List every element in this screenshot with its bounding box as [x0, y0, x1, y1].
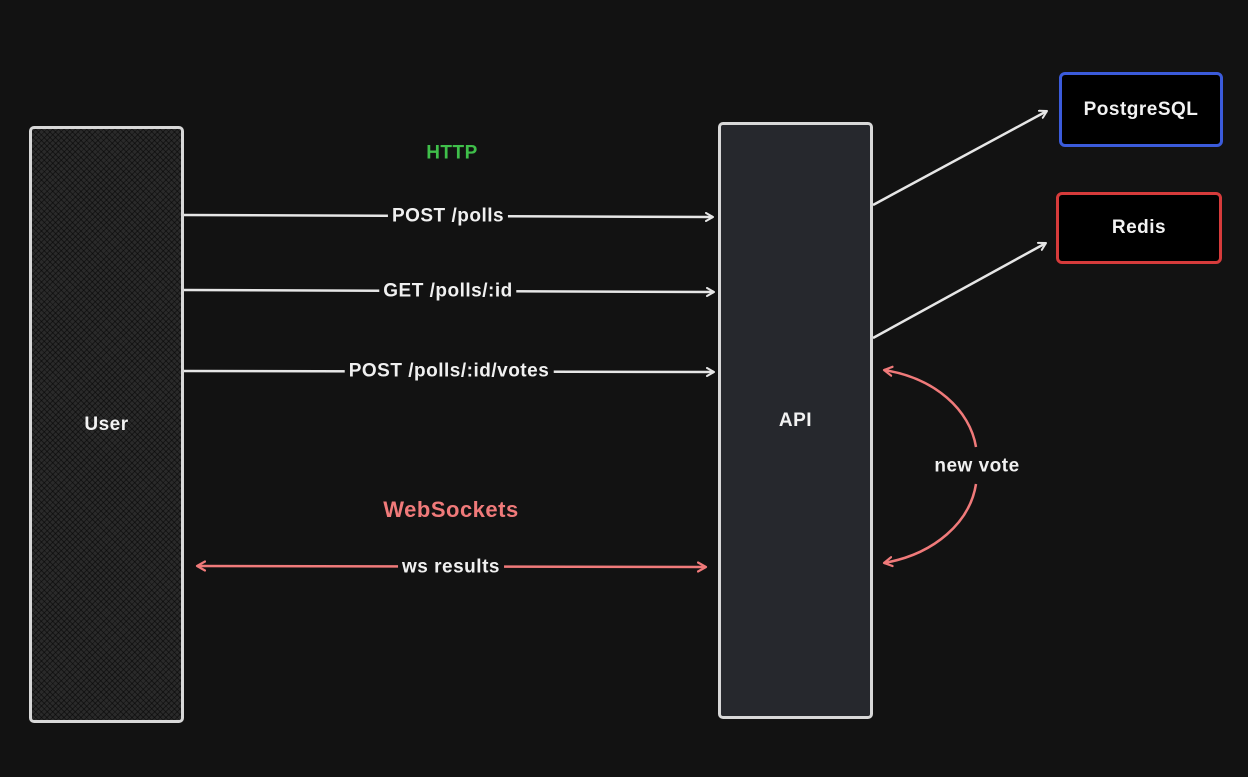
arrow-api-redis: [872, 241, 1047, 340]
edge-label-new-vote: new vote: [934, 455, 1020, 477]
edge-label-get-poll: GET /polls/:id: [379, 281, 517, 301]
http-section-title: HTTP: [426, 142, 478, 164]
postgres-node: PostgreSQL: [1059, 72, 1223, 147]
api-node: API: [718, 122, 873, 719]
edge-label-post-votes: POST /polls/:id/votes: [344, 361, 554, 381]
edge-label-ws-results: ws results: [398, 557, 504, 577]
websockets-section-title: WebSockets: [383, 497, 519, 522]
arrow-api-postgres: [872, 109, 1048, 207]
postgres-node-label: PostgreSQL: [1083, 98, 1199, 120]
redis-node-label: Redis: [1111, 217, 1167, 238]
edge-label-post-polls: POST /polls: [387, 206, 509, 226]
user-node: User: [29, 126, 184, 723]
api-node-label: API: [778, 409, 813, 431]
redis-node: Redis: [1056, 192, 1222, 264]
user-node-label: User: [84, 413, 129, 435]
arrow-new-vote-lower: [884, 483, 978, 563]
arrow-new-vote-upper: [884, 370, 978, 448]
